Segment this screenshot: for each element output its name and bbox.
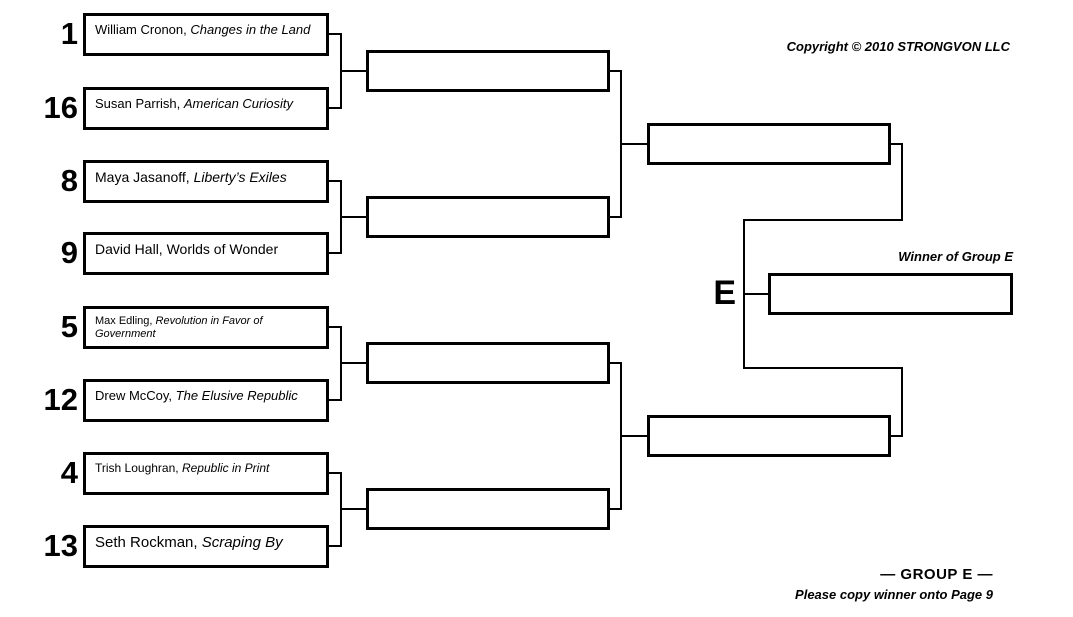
connector-line [340, 70, 366, 72]
connector-line [743, 219, 745, 369]
entry-author: Seth Rockman, [95, 534, 198, 551]
entry-author: David Hall, [95, 241, 163, 257]
connector-line [620, 143, 647, 145]
connector-line [901, 143, 903, 221]
connector-line [891, 143, 903, 145]
entry-box: Max Edling, Revolution in Favor of Gover… [83, 306, 329, 349]
connector-line [329, 399, 342, 401]
entry-title: Revolution in Favor of Government [95, 315, 263, 340]
connector-line [610, 70, 622, 72]
connector-line [620, 435, 647, 437]
entry-author: Drew McCoy, [95, 388, 173, 403]
connector-line [340, 508, 366, 510]
connector-line [329, 545, 342, 547]
seed-label: 4 [60, 455, 78, 490]
connector-line [340, 362, 366, 364]
seed-label: 12 [43, 382, 78, 417]
winner-label: Winner of Group E [898, 249, 1013, 264]
connector-line [610, 216, 622, 218]
round2-match-box [366, 342, 610, 384]
footer: — GROUP E — Please copy winner onto Page… [795, 566, 993, 602]
connector-line [340, 216, 366, 218]
entry-title: Scraping By [201, 534, 283, 551]
entry-author: William Cronon, [95, 22, 187, 37]
entry-box: Seth Rockman, Scraping By [83, 525, 329, 568]
seed-label: 5 [60, 309, 78, 344]
entry-box: William Cronon, Changes in the Land [83, 13, 329, 56]
connector-line [329, 252, 342, 254]
footer-instruction: Please copy winner onto Page 9 [795, 587, 993, 602]
entry-box: Susan Parrish, American Curiosity [83, 87, 329, 130]
seed-label: 16 [43, 90, 78, 125]
connector-line [329, 472, 342, 474]
entry-box: David Hall, Worlds of Wonder [83, 232, 329, 275]
entry-author: Trish Loughran, [95, 461, 179, 475]
round2-match-box [366, 50, 610, 92]
connector-line [901, 367, 903, 437]
entry-title: Liberty’s Exiles [193, 169, 287, 185]
entry-box: Maya Jasanoff, Liberty’s Exiles [83, 160, 329, 203]
entry-author: Susan Parrish, [95, 96, 181, 111]
entry-author: Maya Jasanoff, [95, 169, 190, 185]
entry-title: Worlds of Wonder [166, 241, 279, 257]
seed-label: 13 [43, 528, 78, 563]
semifinal-match-box [647, 123, 891, 165]
entry-title: American Curiosity [183, 96, 293, 111]
footer-group-label: — GROUP E — [880, 566, 993, 583]
connector-line [610, 362, 622, 364]
entry-box: Drew McCoy, The Elusive Republic [83, 379, 329, 422]
connector-line [743, 367, 903, 369]
seed-label: 1 [60, 16, 78, 51]
round2-match-box [366, 488, 610, 530]
connector-line [329, 326, 342, 328]
connector-line [891, 435, 903, 437]
copyright-notice: Copyright © 2010 STRONGVON LLC [786, 39, 1010, 54]
seed-label: 8 [60, 163, 78, 198]
seed-label: 9 [60, 235, 78, 270]
round2-match-box [366, 196, 610, 238]
entry-box: Trish Loughran, Republic in Print [83, 452, 329, 495]
connector-line [743, 219, 903, 221]
entry-title: Republic in Print [181, 461, 270, 475]
connector-line [745, 293, 768, 295]
semifinal-match-box [647, 415, 891, 457]
connector-line [329, 107, 342, 109]
entry-author: Max Edling, [95, 315, 153, 327]
group-letter: E [713, 274, 736, 312]
connector-line [610, 508, 622, 510]
entry-title: The Elusive Republic [175, 388, 298, 403]
connector-line [329, 180, 342, 182]
final-winner-box [768, 273, 1013, 315]
connector-line [329, 33, 342, 35]
entry-title: Changes in the Land [190, 22, 311, 37]
